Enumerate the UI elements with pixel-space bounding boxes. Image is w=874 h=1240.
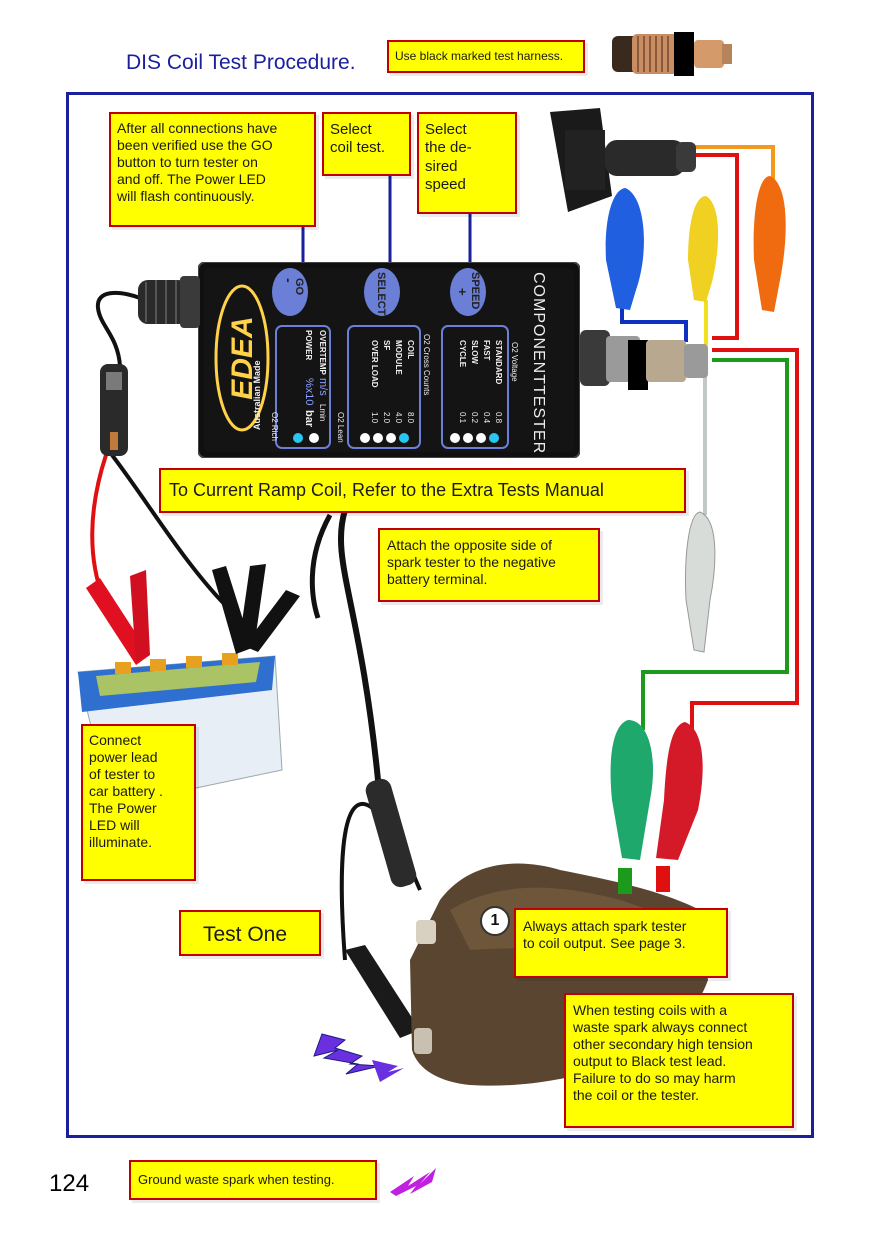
diagram-frame — [66, 92, 814, 1138]
svg-text:MODULE: MODULE — [394, 340, 403, 375]
spark-tester-clip — [345, 945, 420, 1038]
white-clip — [685, 511, 716, 653]
svg-text:CYCLE: CYCLE — [458, 340, 467, 368]
select-note: Select coil test. — [322, 112, 411, 176]
svg-text:0.8: 0.8 — [494, 412, 503, 424]
speed-button[interactable]: SPEED + — [450, 268, 486, 316]
ground-note: Ground waste spark when testing. — [129, 1160, 377, 1200]
blue-wire — [620, 305, 688, 342]
svg-text:0.2: 0.2 — [470, 412, 479, 424]
page-title: DIS Coil Test Procedure. — [126, 51, 356, 74]
go-button-note: After all connections have been verified… — [109, 112, 316, 227]
power-lead-note: Connect power lead of tester to car batt… — [81, 724, 196, 881]
svg-text:SELECT: SELECT — [375, 272, 387, 316]
test-one-label: Test One — [179, 910, 321, 956]
status-panel — [275, 325, 331, 449]
svg-text:0.1: 0.1 — [458, 412, 467, 424]
green-clip — [610, 720, 654, 860]
red-clip — [656, 722, 703, 860]
red-wire-upper — [683, 153, 739, 340]
positive-cable — [90, 454, 108, 601]
svg-text:POWER: POWER — [304, 330, 313, 360]
svg-text:O2 Voltage: O2 Voltage — [510, 342, 519, 382]
spark-tester — [365, 778, 417, 888]
cable-gland — [138, 276, 200, 328]
svg-text:O2 Cross Counts: O2 Cross Counts — [422, 334, 431, 395]
speed-note: Select the de- sired speed — [417, 112, 517, 214]
svg-text:8.0: 8.0 — [406, 412, 415, 424]
svg-text:SLOW: SLOW — [470, 340, 479, 364]
blue-clip — [605, 188, 644, 310]
svg-text:Lmin: Lmin — [318, 404, 327, 421]
svg-text:OVER LOAD: OVER LOAD — [370, 340, 379, 388]
yellow-clip — [688, 196, 719, 302]
callout-number: 1 — [480, 906, 510, 936]
red-clamp — [86, 578, 150, 665]
power-led — [293, 433, 303, 443]
page-number: 124 — [49, 1170, 90, 1197]
component-tester: EDEA Australian Made GO - SELECT SPEED +… — [198, 262, 580, 458]
test-select-panel — [347, 325, 421, 449]
svg-text:GO: GO — [293, 278, 305, 296]
current-ramp-note: To Current Ramp Coil, Refer to the Extra… — [159, 468, 686, 513]
svg-text:%x10: %x10 — [303, 378, 315, 406]
svg-text:O2 Lean: O2 Lean — [336, 412, 345, 443]
product-name: COMPONENTTESTER — [530, 272, 547, 454]
harness-note: Use black marked test harness. — [387, 40, 585, 73]
svg-text:0.4: 0.4 — [482, 412, 491, 424]
svg-text:4.0: 4.0 — [394, 412, 403, 424]
power-cable — [95, 290, 141, 367]
speed-panel — [441, 325, 509, 449]
svg-text:1.0: 1.0 — [370, 412, 379, 424]
svg-text:O2 Rich: O2 Rich — [270, 412, 279, 441]
svg-text:-: - — [281, 278, 297, 283]
svg-text:SPEED: SPEED — [469, 272, 481, 309]
orange-wire — [695, 145, 775, 180]
red-wire — [690, 348, 799, 740]
go-button[interactable]: GO - — [272, 268, 308, 316]
spark-icon-large — [313, 1033, 381, 1075]
svg-text:COIL: COIL — [406, 340, 415, 359]
made-label: Australian Made — [252, 360, 262, 430]
test-harness-plug — [550, 108, 696, 212]
harness-connector-image — [612, 32, 732, 76]
brand-logo: EDEA — [226, 316, 259, 399]
green-wire — [641, 358, 789, 730]
svg-text:bar: bar — [303, 410, 315, 428]
svg-text:OVERTEMP: OVERTEMP — [318, 330, 327, 376]
coil-led — [399, 433, 409, 443]
svg-text:+: + — [455, 288, 470, 296]
spark-icon-small — [390, 1168, 436, 1196]
standard-led — [489, 433, 499, 443]
svg-text:FAST: FAST — [482, 340, 491, 361]
select-button[interactable]: SELECT — [364, 268, 400, 316]
svg-text:m/s: m/s — [317, 378, 329, 396]
coil-output-note: Always attach spark tester to coil outpu… — [514, 908, 728, 978]
overtemp-led — [309, 433, 319, 443]
waste-spark-note: When testing coils with a waste spark al… — [564, 993, 794, 1128]
svg-text:SF: SF — [382, 340, 391, 350]
svg-text:2.0: 2.0 — [382, 412, 391, 424]
svg-text:STANDARD: STANDARD — [494, 340, 503, 385]
orange-clip — [753, 176, 786, 312]
tester-output-connector — [580, 330, 708, 390]
negative-cable — [110, 453, 232, 612]
spark-tester-note: Attach the opposite side of spark tester… — [378, 528, 600, 602]
